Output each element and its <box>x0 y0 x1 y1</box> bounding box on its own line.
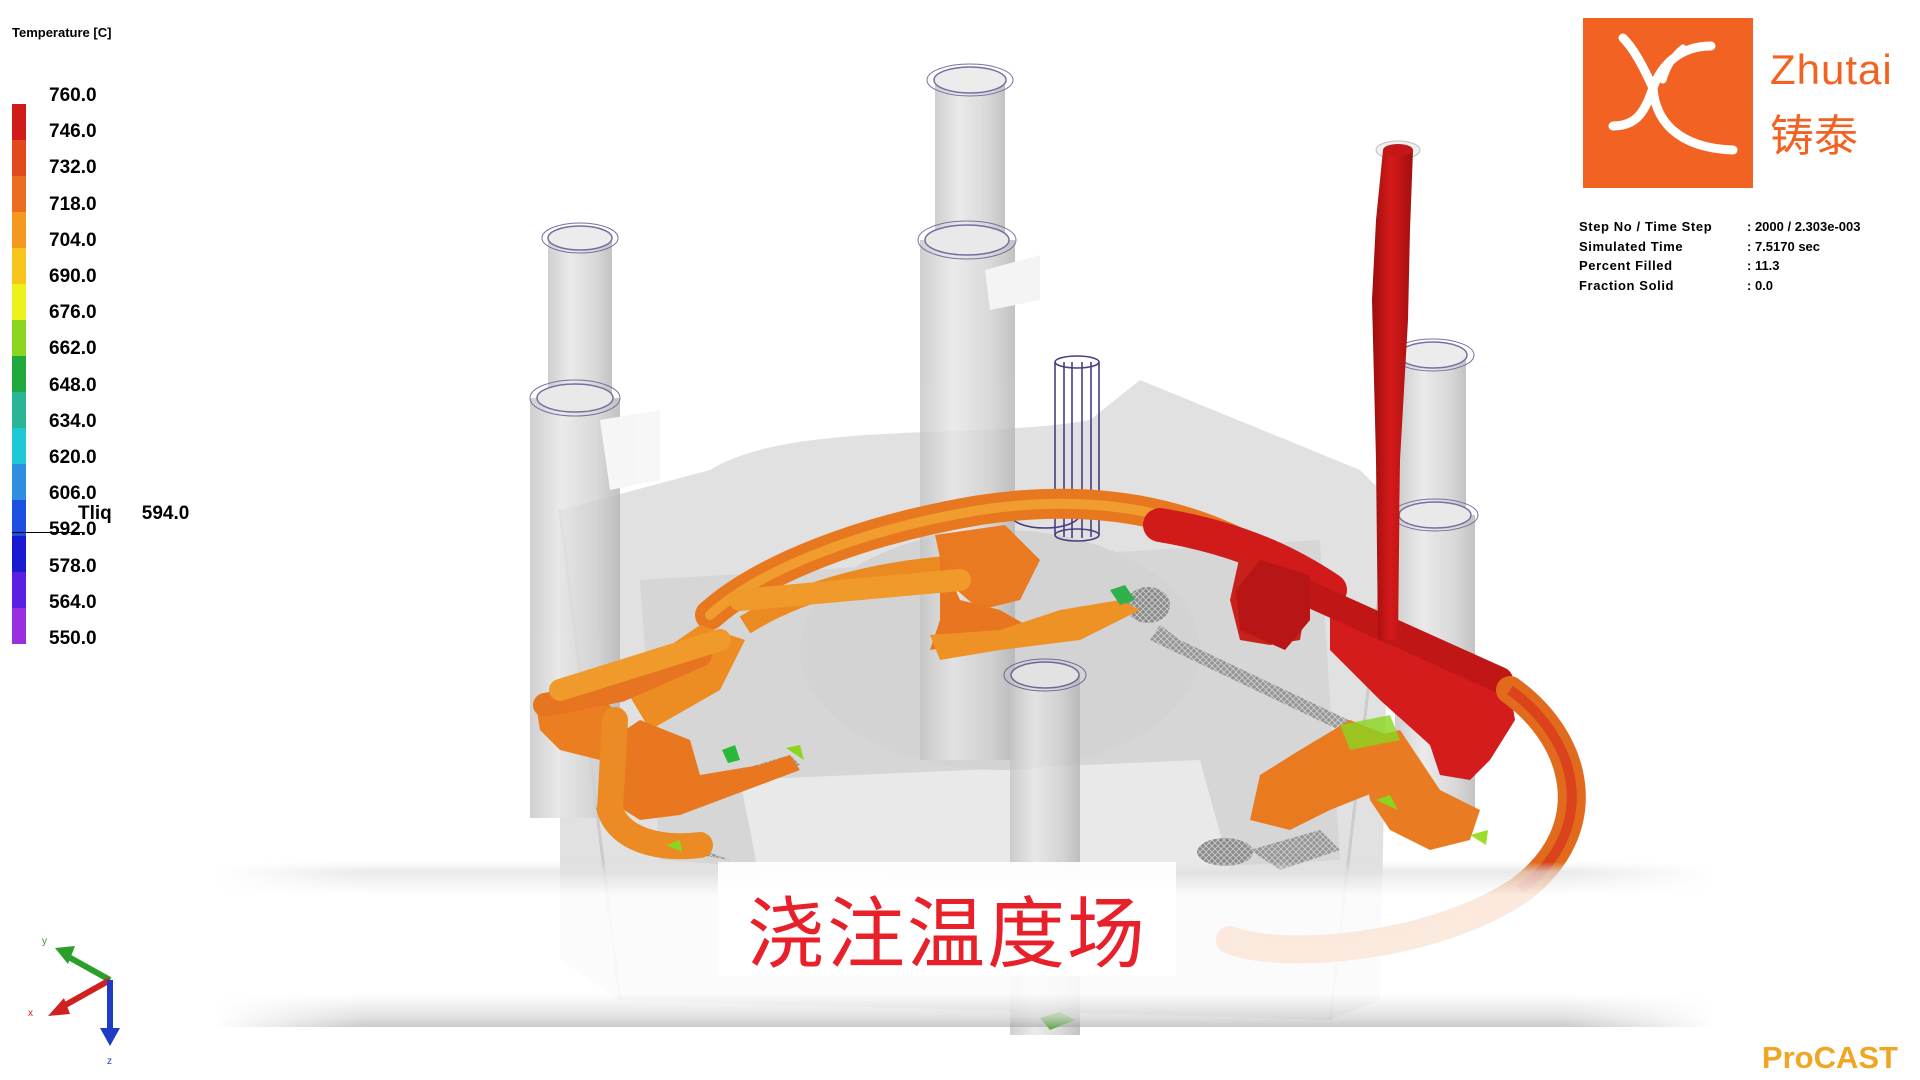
sim-info-value: : 11.3 <box>1747 258 1780 273</box>
tliq-label: Tliq <box>78 503 112 524</box>
legend-label: 718.0 <box>49 193 97 215</box>
z-axis-arrow <box>100 980 120 1046</box>
zhutai-logo-icon <box>1583 18 1753 188</box>
sim-info-value: : 7.5170 sec <box>1747 238 1821 254</box>
y-axis-arrow <box>55 946 112 983</box>
tliq-marker: Tliq 594.0 <box>78 503 189 525</box>
sim-info-value: : 2000 / 2.303e-003 <box>1747 219 1861 234</box>
caption-title: 浇注温度场 <box>746 890 1147 980</box>
legend-label: 746.0 <box>49 121 97 143</box>
riser-left <box>529 222 660 818</box>
legend-swatch <box>12 104 26 140</box>
legend-swatch <box>12 140 26 176</box>
legend-swatch <box>12 320 26 356</box>
legend-label: 690.0 <box>49 266 97 287</box>
sim-info-key: Fraction Solid <box>1579 277 1675 293</box>
legend-label: 732.0 <box>49 157 97 179</box>
legend-swatch <box>12 428 26 464</box>
caption-box <box>718 862 1176 976</box>
legend-swatch <box>12 536 26 572</box>
legend-label: 676.0 <box>49 302 97 324</box>
legend-label: 592.0 <box>49 519 97 541</box>
legend-swatch <box>12 392 26 428</box>
x-axis-arrow <box>48 977 112 1016</box>
legend-label: 564.0 <box>49 591 97 613</box>
logo-name-en: Zhutai <box>1770 46 1893 93</box>
sim-info-row: Simulated Time : 7.5170 sec <box>1579 237 1860 257</box>
legend-swatch <box>12 284 26 320</box>
legend-swatch <box>12 572 26 608</box>
procast-brand: ProCAST <box>1761 1040 1898 1075</box>
legend-label: 606.0 <box>49 483 97 505</box>
sim-info-key: Percent Filled <box>1579 258 1673 273</box>
sim-info-row: Fraction Solid : 0.0 <box>1579 276 1860 296</box>
legend-label: 662.0 <box>49 338 97 360</box>
sim-info-row: Percent Filled : 11.3 <box>1579 256 1860 276</box>
sim-info-key: Step No / Time Step <box>1579 219 1713 234</box>
x-axis-label: x <box>28 1008 33 1019</box>
sim-info-key: Simulated Time <box>1579 238 1684 254</box>
sim-info-value: : 0.0 <box>1747 277 1774 293</box>
legend-swatch <box>12 464 26 500</box>
tliq-marker-line <box>12 532 84 533</box>
sim-info-row: Step No / Time Step : 2000 / 2.303e-003 <box>1579 217 1860 237</box>
legend-swatch <box>12 248 26 284</box>
sprue <box>1372 140 1421 640</box>
z-axis-label: z <box>107 1056 112 1067</box>
axis-triad[interactable]: y x z <box>20 920 130 1070</box>
legend-label: 634.0 <box>49 410 97 432</box>
legend-label: 620.0 <box>49 447 97 468</box>
legend-label: 648.0 <box>49 374 97 396</box>
legend-label: 760.0 <box>49 85 97 106</box>
logo-wordmark: Zhutai 铸泰 <box>1770 46 1893 164</box>
temperature-color-scale <box>12 104 26 644</box>
legend-swatch <box>12 356 26 392</box>
y-axis-label: y <box>42 936 47 947</box>
legend-swatch <box>12 176 26 212</box>
legend-swatch <box>12 500 26 536</box>
legend-swatch <box>12 608 26 644</box>
legend-title: Temperature [C] <box>12 25 112 40</box>
legend-label: 704.0 <box>49 229 97 251</box>
legend-label: 550.0 <box>49 628 97 649</box>
legend-swatch <box>12 212 26 248</box>
tliq-value: 594.0 <box>141 503 190 524</box>
logo-name-cn: 铸泰 <box>1770 111 1858 162</box>
legend-label: 578.0 <box>49 555 97 577</box>
